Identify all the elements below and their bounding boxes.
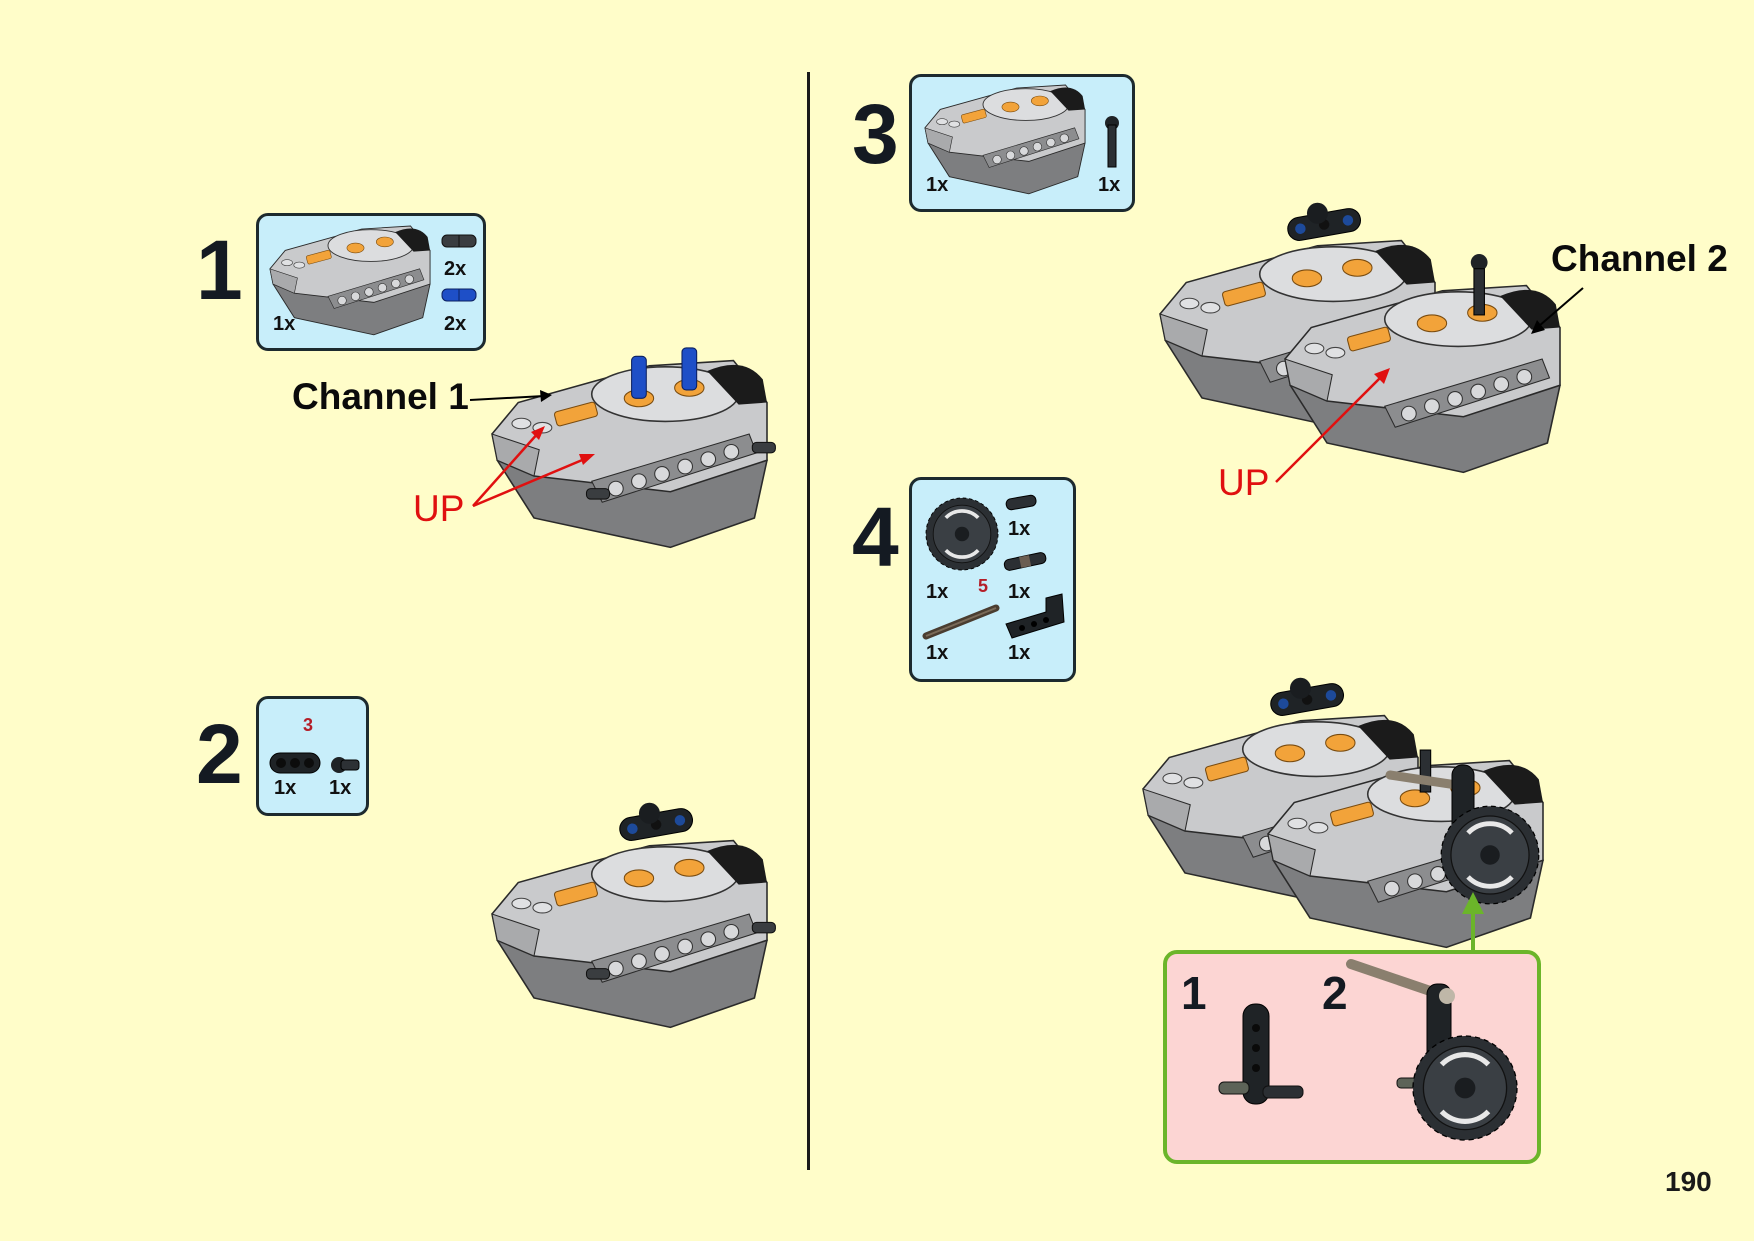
step-4-model-receiver-front <box>1267 749 1544 949</box>
up-label-step-3: UP <box>1218 462 1270 503</box>
page-number: 190 <box>1665 1166 1712 1197</box>
parts-callout-step-2: 3 1x 1x <box>256 696 369 816</box>
part-qty: 1x <box>926 581 949 603</box>
part-axle-connector-image <box>1105 116 1119 168</box>
step-number: 3 <box>852 87 899 181</box>
sub-step-number: 1 <box>1181 967 1207 1019</box>
part-black-pin-image <box>441 234 477 248</box>
step-number: 2 <box>196 707 243 801</box>
part-qty: 1x <box>1008 642 1031 664</box>
part-qty: 1x <box>926 174 949 196</box>
channel-2-arrow <box>1531 287 1584 334</box>
part-qty: 1x <box>329 777 352 799</box>
part-3-hole-beam-image <box>269 752 321 774</box>
part-qty: 1x <box>274 777 297 799</box>
page-column-divider <box>807 72 810 1170</box>
step-4-model-receiver-back <box>1142 677 1419 904</box>
parts-callout-step-3: 1x 1x <box>909 74 1135 212</box>
parts-callout-step-4: 1x 5 1x 1x 1x 1x <box>909 477 1076 682</box>
step-number: 4 <box>852 490 899 584</box>
parts-callout-step-1: 2x 2x 1x <box>256 213 486 351</box>
part-brown-axle-image <box>922 604 1000 640</box>
part-40-tooth-gear-image <box>924 496 1000 572</box>
subassembly-insert-arrow <box>1462 892 1484 952</box>
step-3-model-receiver-front <box>1284 254 1561 474</box>
step-number: 1 <box>196 223 243 317</box>
channel-1-arrow <box>469 390 552 402</box>
part-qty: 2x <box>444 258 467 280</box>
part-short-pin-image <box>1005 494 1037 511</box>
part-long-pin-image <box>1003 552 1047 571</box>
step-2-model-receiver <box>491 802 776 1029</box>
part-qty: 1x <box>1098 174 1121 196</box>
up-arrows-step-1 <box>472 426 595 508</box>
part-qty: 1x <box>1008 581 1031 603</box>
step-3-model-receiver-back <box>1159 202 1436 429</box>
step-1-model-receiver <box>491 347 776 549</box>
parts-count-label: 5 <box>978 576 989 596</box>
subassembly-box: 1 2 <box>1163 950 1541 1164</box>
part-qty: 1x <box>1008 518 1031 540</box>
up-arrow-step-3 <box>1275 368 1390 483</box>
channel-1-label: Channel 1 <box>292 376 469 417</box>
parts-count-label: 3 <box>303 715 314 735</box>
part-ball-pin-image <box>331 757 360 773</box>
part-qty: 1x <box>926 642 949 664</box>
part-qty: 1x <box>273 313 296 335</box>
part-qty: 2x <box>444 313 467 335</box>
part-blue-pin-image <box>441 288 477 302</box>
up-label-step-1: UP <box>413 488 465 529</box>
sub-step-number: 2 <box>1322 967 1348 1019</box>
sub-step-2-gear-axle-assembly <box>1346 959 1537 1150</box>
sub-step-1-l-beam-with-pins <box>1218 1003 1304 1105</box>
part-l-beam-image <box>1005 593 1065 639</box>
channel-2-label: Channel 2 <box>1551 238 1728 279</box>
step-4-model-gear-assembly <box>1385 764 1550 945</box>
